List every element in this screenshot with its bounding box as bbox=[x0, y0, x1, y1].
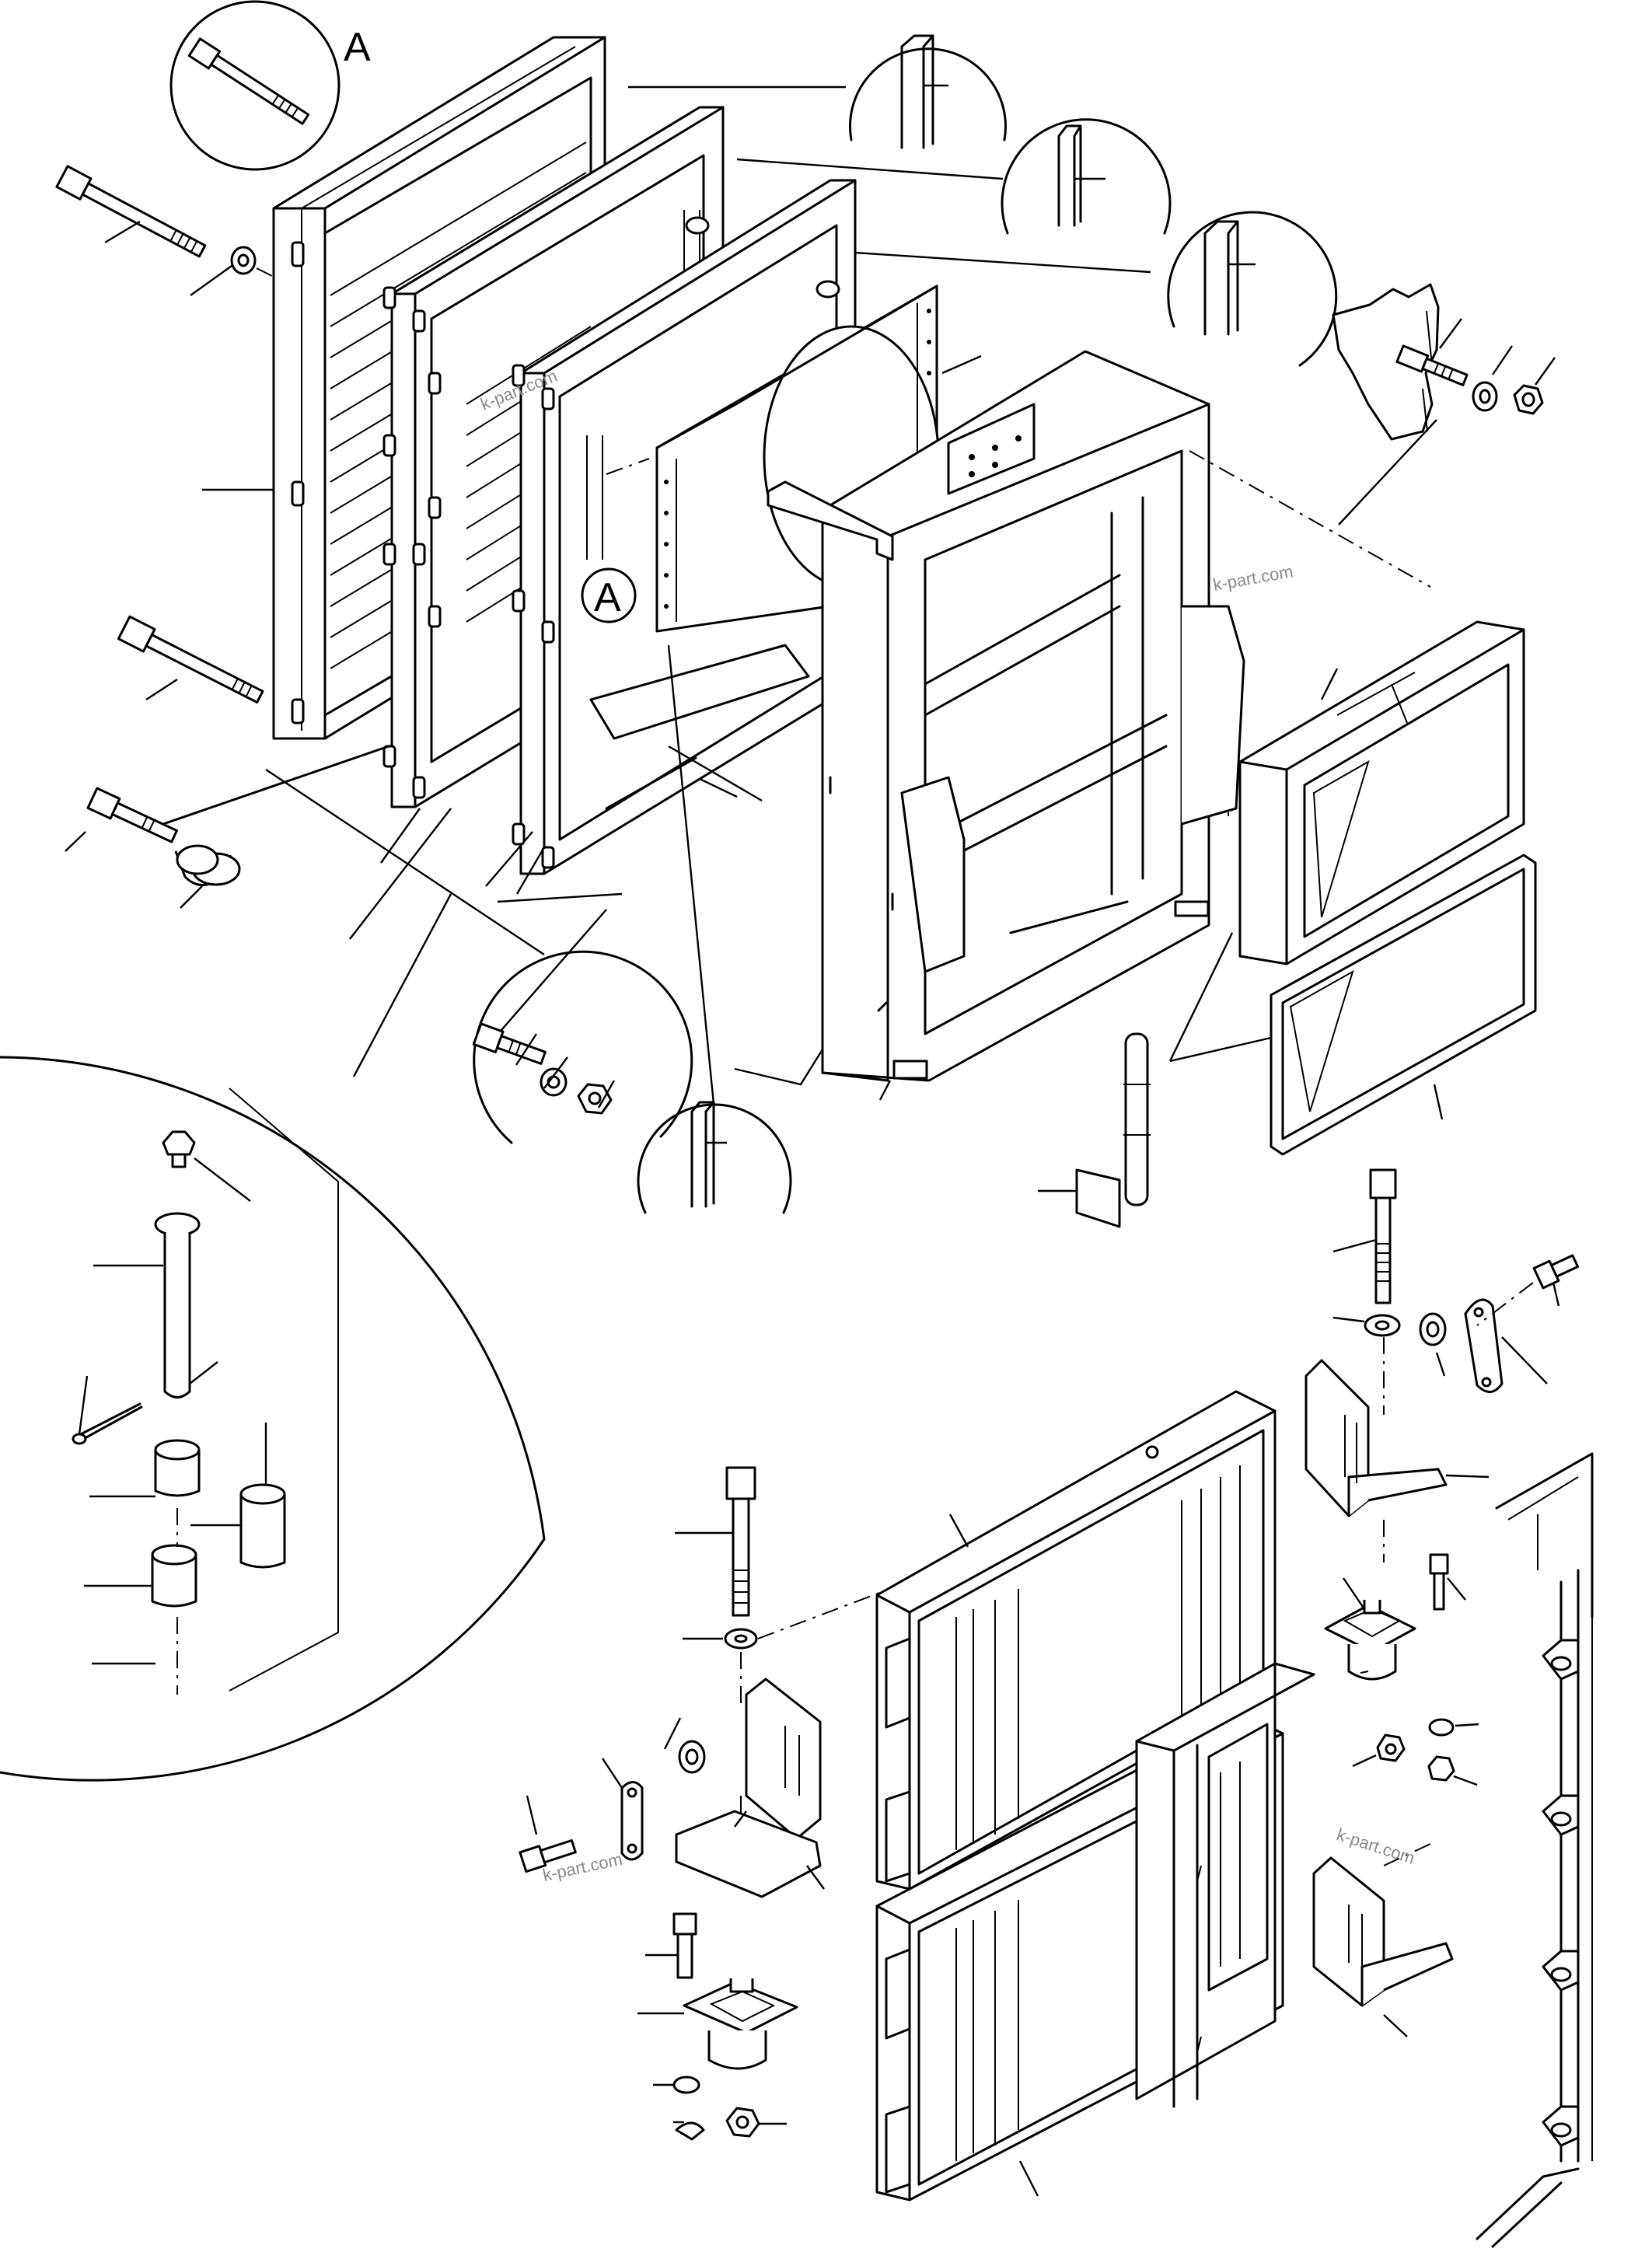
profile-detail-3 bbox=[1167, 211, 1338, 367]
watermark-2: k-part.com bbox=[1212, 561, 1295, 595]
profile-detail-1 bbox=[849, 34, 1007, 149]
right-rail-frame bbox=[1476, 1452, 1594, 2248]
wall-bolt-assembly bbox=[1332, 283, 1556, 525]
detail-a-label: A bbox=[344, 25, 371, 70]
radiator-main-frame: k-part.com bbox=[734, 350, 1431, 1101]
watermark-4: k-part.com bbox=[1334, 1824, 1417, 1868]
leaders-center bbox=[265, 769, 623, 1077]
detail-pin-bushing-circle bbox=[0, 1056, 546, 1782]
bolt-and-spacer-left bbox=[65, 615, 390, 909]
front-frame-lower: k-part.com bbox=[1135, 1662, 1454, 2108]
detail-marker-label: A bbox=[594, 575, 621, 620]
upper-right-mount bbox=[1304, 1168, 1580, 1786]
hinge bbox=[1038, 1032, 1151, 1228]
profile-detail-2 bbox=[1001, 118, 1172, 235]
leader-screen-a bbox=[1168, 932, 1234, 1062]
detail-marker-a: A bbox=[581, 567, 637, 623]
screen-lower bbox=[1270, 854, 1537, 1156]
leader-insert-2 bbox=[736, 158, 1004, 180]
leader-insert-3 bbox=[854, 251, 1151, 274]
radiator-core-upper bbox=[875, 1390, 1277, 1891]
leader-screen-b bbox=[1169, 1036, 1272, 1063]
lower-left-mount: k-part.com bbox=[519, 1466, 889, 2141]
detail-bolt-washer-nut bbox=[472, 909, 693, 1144]
screen-upper bbox=[1228, 620, 1525, 965]
bolt-washer-top-left bbox=[55, 165, 312, 296]
profile-detail-4 bbox=[637, 644, 792, 1214]
detail-a-bolt-circle: A bbox=[169, 0, 371, 171]
